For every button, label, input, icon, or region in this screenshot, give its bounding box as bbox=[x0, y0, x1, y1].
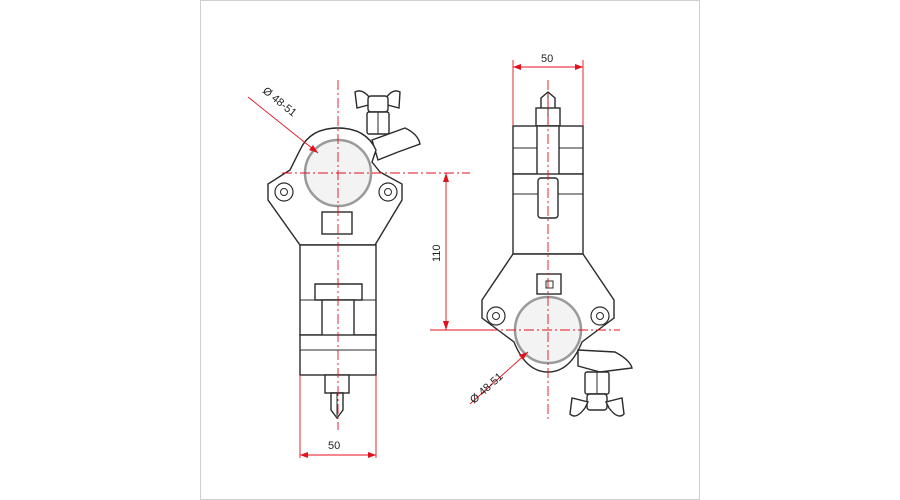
left-diameter-label: Ø 48-51 bbox=[260, 85, 298, 119]
center-distance-label: 110 bbox=[431, 244, 443, 262]
right-diameter-label: Ø 48-51 bbox=[468, 371, 506, 407]
left-wing-nut bbox=[354, 90, 401, 135]
right-key-block bbox=[536, 273, 562, 295]
right-bolt-2 bbox=[590, 306, 610, 326]
left-clamp-view bbox=[267, 80, 470, 430]
right-wing-nut bbox=[569, 371, 625, 417]
left-width-dimension: 50 bbox=[299, 375, 377, 458]
right-width-label: 50 bbox=[541, 53, 553, 65]
left-latch-arm bbox=[371, 127, 421, 161]
left-bottom-bolt bbox=[324, 374, 350, 420]
left-bolt-2 bbox=[378, 182, 398, 202]
right-diameter-dimension: Ø 48-51 bbox=[468, 351, 529, 407]
left-bolt-1 bbox=[274, 182, 294, 202]
left-width-label: 50 bbox=[328, 440, 340, 452]
right-clamp-view bbox=[481, 80, 633, 420]
left-key-block bbox=[321, 211, 353, 235]
right-width-dimension: 50 bbox=[512, 53, 584, 126]
right-latch-arm bbox=[577, 349, 633, 373]
right-bolt-1 bbox=[486, 306, 506, 326]
